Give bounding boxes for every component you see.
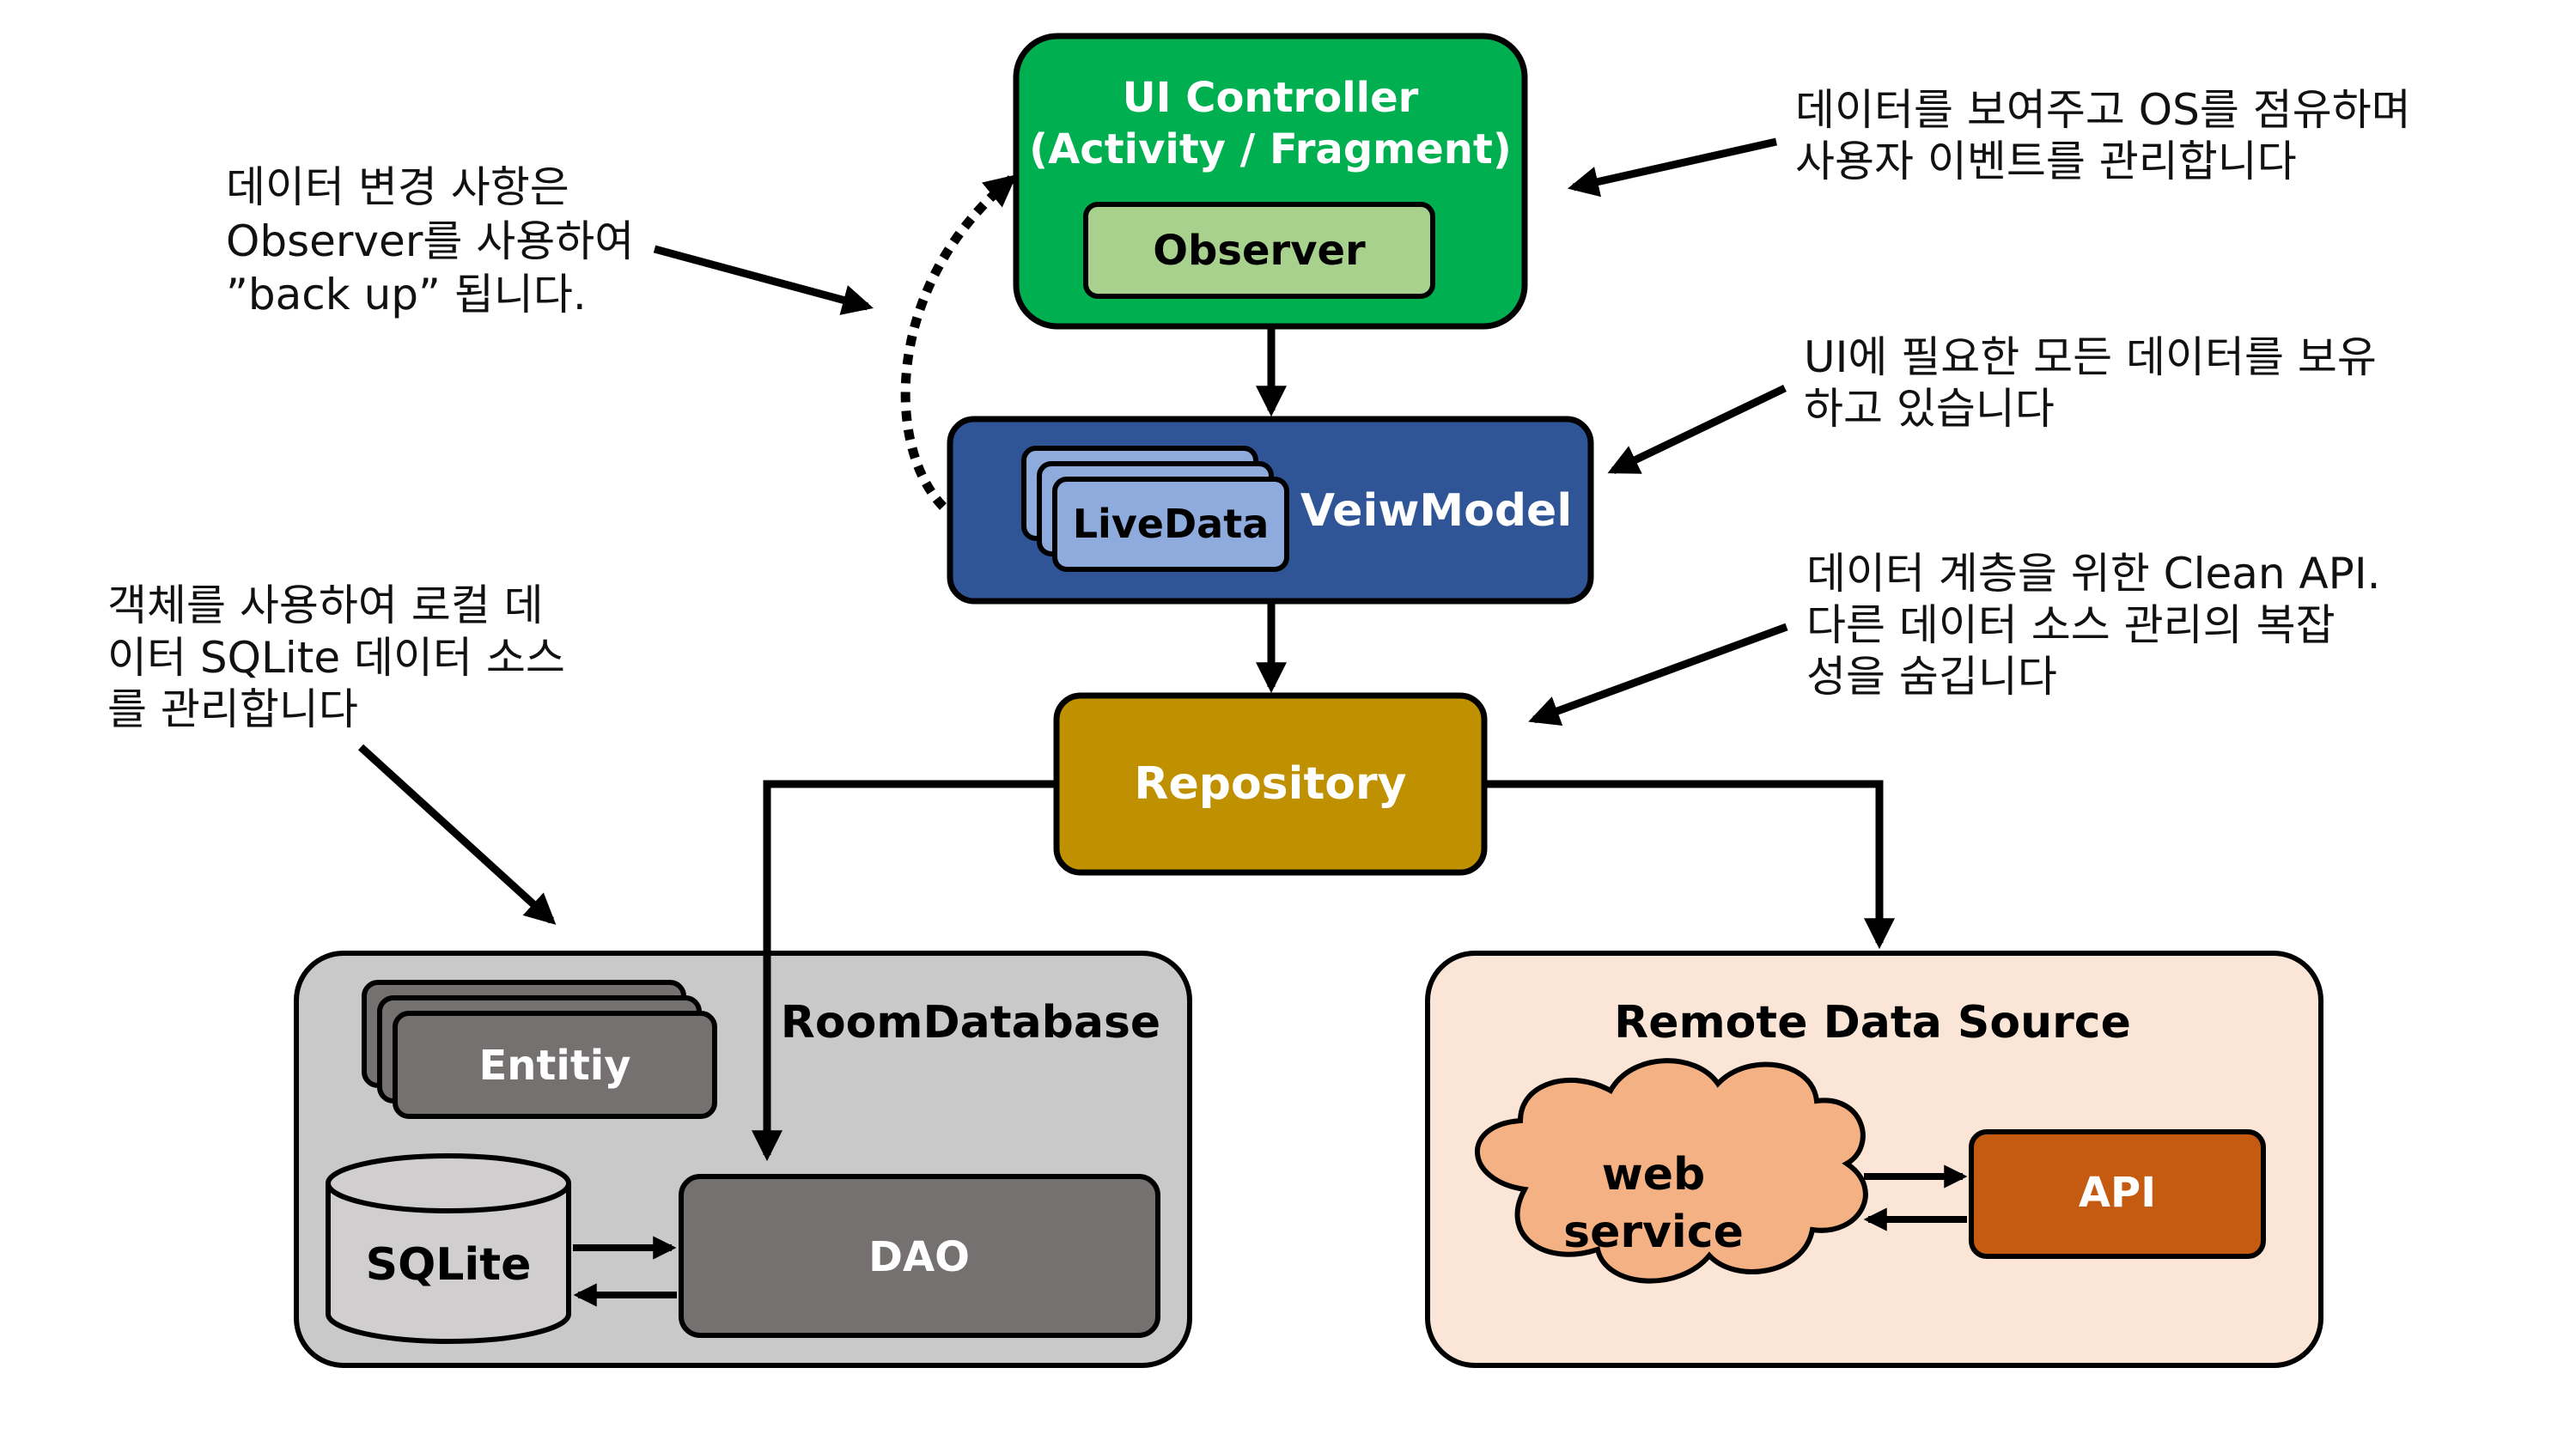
api-label: API (2079, 1169, 2156, 1217)
svg-text:데이터 계층을 위한 Clean API.: 데이터 계층을 위한 Clean API. (1806, 549, 2380, 599)
web-service-cloud: web service (1474, 1058, 1868, 1284)
room-database-title: RoomDatabase (781, 997, 1160, 1049)
web-service-label-line2: service (1563, 1207, 1744, 1258)
dao-box (679, 1174, 1160, 1338)
entity-stack: Entitiy (362, 980, 717, 1119)
svg-text:Observer를 사용하여: Observer를 사용하여 (226, 216, 634, 266)
repository-title: Repository (1134, 758, 1406, 810)
note-controller-arrow (1567, 137, 1777, 198)
note-viewmodel: UI에 필요한 모든 데이터를 보유 하고 있습니다 (1804, 332, 2377, 434)
svg-text:데이터를 보여주고 OS를 점유하며: 데이터를 보여주고 OS를 점유하며 (1795, 85, 2411, 135)
ui-controller-title-line2: (Activity / Fragment) (1029, 125, 1512, 173)
sqlite-cylinder: SQLite (326, 1153, 571, 1344)
svg-text:다른 데이터 소스 관리의 복잡: 다른 데이터 소스 관리의 복잡 (1806, 600, 2335, 650)
svg-text:데이터 변경 사항은: 데이터 변경 사항은 (226, 162, 569, 212)
dao-label: DAO (868, 1233, 970, 1281)
web-service-label-line1: web (1602, 1149, 1706, 1201)
svg-text:UI에 필요한 모든 데이터를 보유: UI에 필요한 모든 데이터를 보유 (1804, 332, 2377, 382)
svg-text:사용자 이벤트를 관리합니다: 사용자 이벤트를 관리합니다 (1795, 137, 2297, 186)
ui-controller-title-line1: UI Controller (1123, 74, 1419, 122)
observer-box (1083, 202, 1435, 299)
api-box (1969, 1129, 2266, 1259)
note-observer-arrow (653, 245, 874, 315)
viewmodel-title: VeiwModel (1300, 485, 1572, 537)
svg-text:를 관리합니다: 를 관리합니다 (107, 684, 358, 734)
svg-text:성을 숨깁니다: 성을 숨깁니다 (1806, 652, 2057, 702)
svg-text:객체를 사용하여 로컬 데: 객체를 사용하여 로컬 데 (107, 581, 544, 630)
note-controller: 데이터를 보여주고 OS를 점유하며 사용자 이벤트를 관리합니다 (1795, 85, 2411, 186)
note-repository: 데이터 계층을 위한 Clean API. 다른 데이터 소스 관리의 복잡 성… (1806, 549, 2380, 702)
note-room: 객체를 사용하여 로컬 데 이터 SQLite 데이터 소스 를 관리합니다 (107, 581, 565, 734)
svg-text:”back up” 됩니다.: ”back up” 됩니다. (226, 270, 587, 319)
observer-label: Observer (1153, 227, 1366, 275)
entity-label: Entitiy (478, 1042, 630, 1090)
svg-text:이터 SQLite 데이터 소스: 이터 SQLite 데이터 소스 (107, 633, 565, 683)
repository-to-remote-arrow (1484, 780, 1895, 950)
note-repository-arrow (1528, 623, 1788, 726)
observer-backup-dotted-arrow (900, 174, 1017, 510)
note-observer: 데이터 변경 사항은 Observer를 사용하여 ”back up” 됩니다. (226, 162, 634, 319)
sqlite-label: SQLite (366, 1239, 532, 1291)
remote-data-source-title: Remote Data Source (1614, 997, 2131, 1049)
livedata-label: LiveData (1073, 501, 1270, 547)
note-viewmodel-arrow (1607, 384, 1787, 475)
livedata-stack: LiveData (1021, 446, 1289, 572)
repository-to-dao-arrow (752, 780, 1057, 1162)
note-room-arrow (357, 744, 557, 925)
svg-text:하고 있습니다: 하고 있습니다 (1804, 384, 2055, 434)
